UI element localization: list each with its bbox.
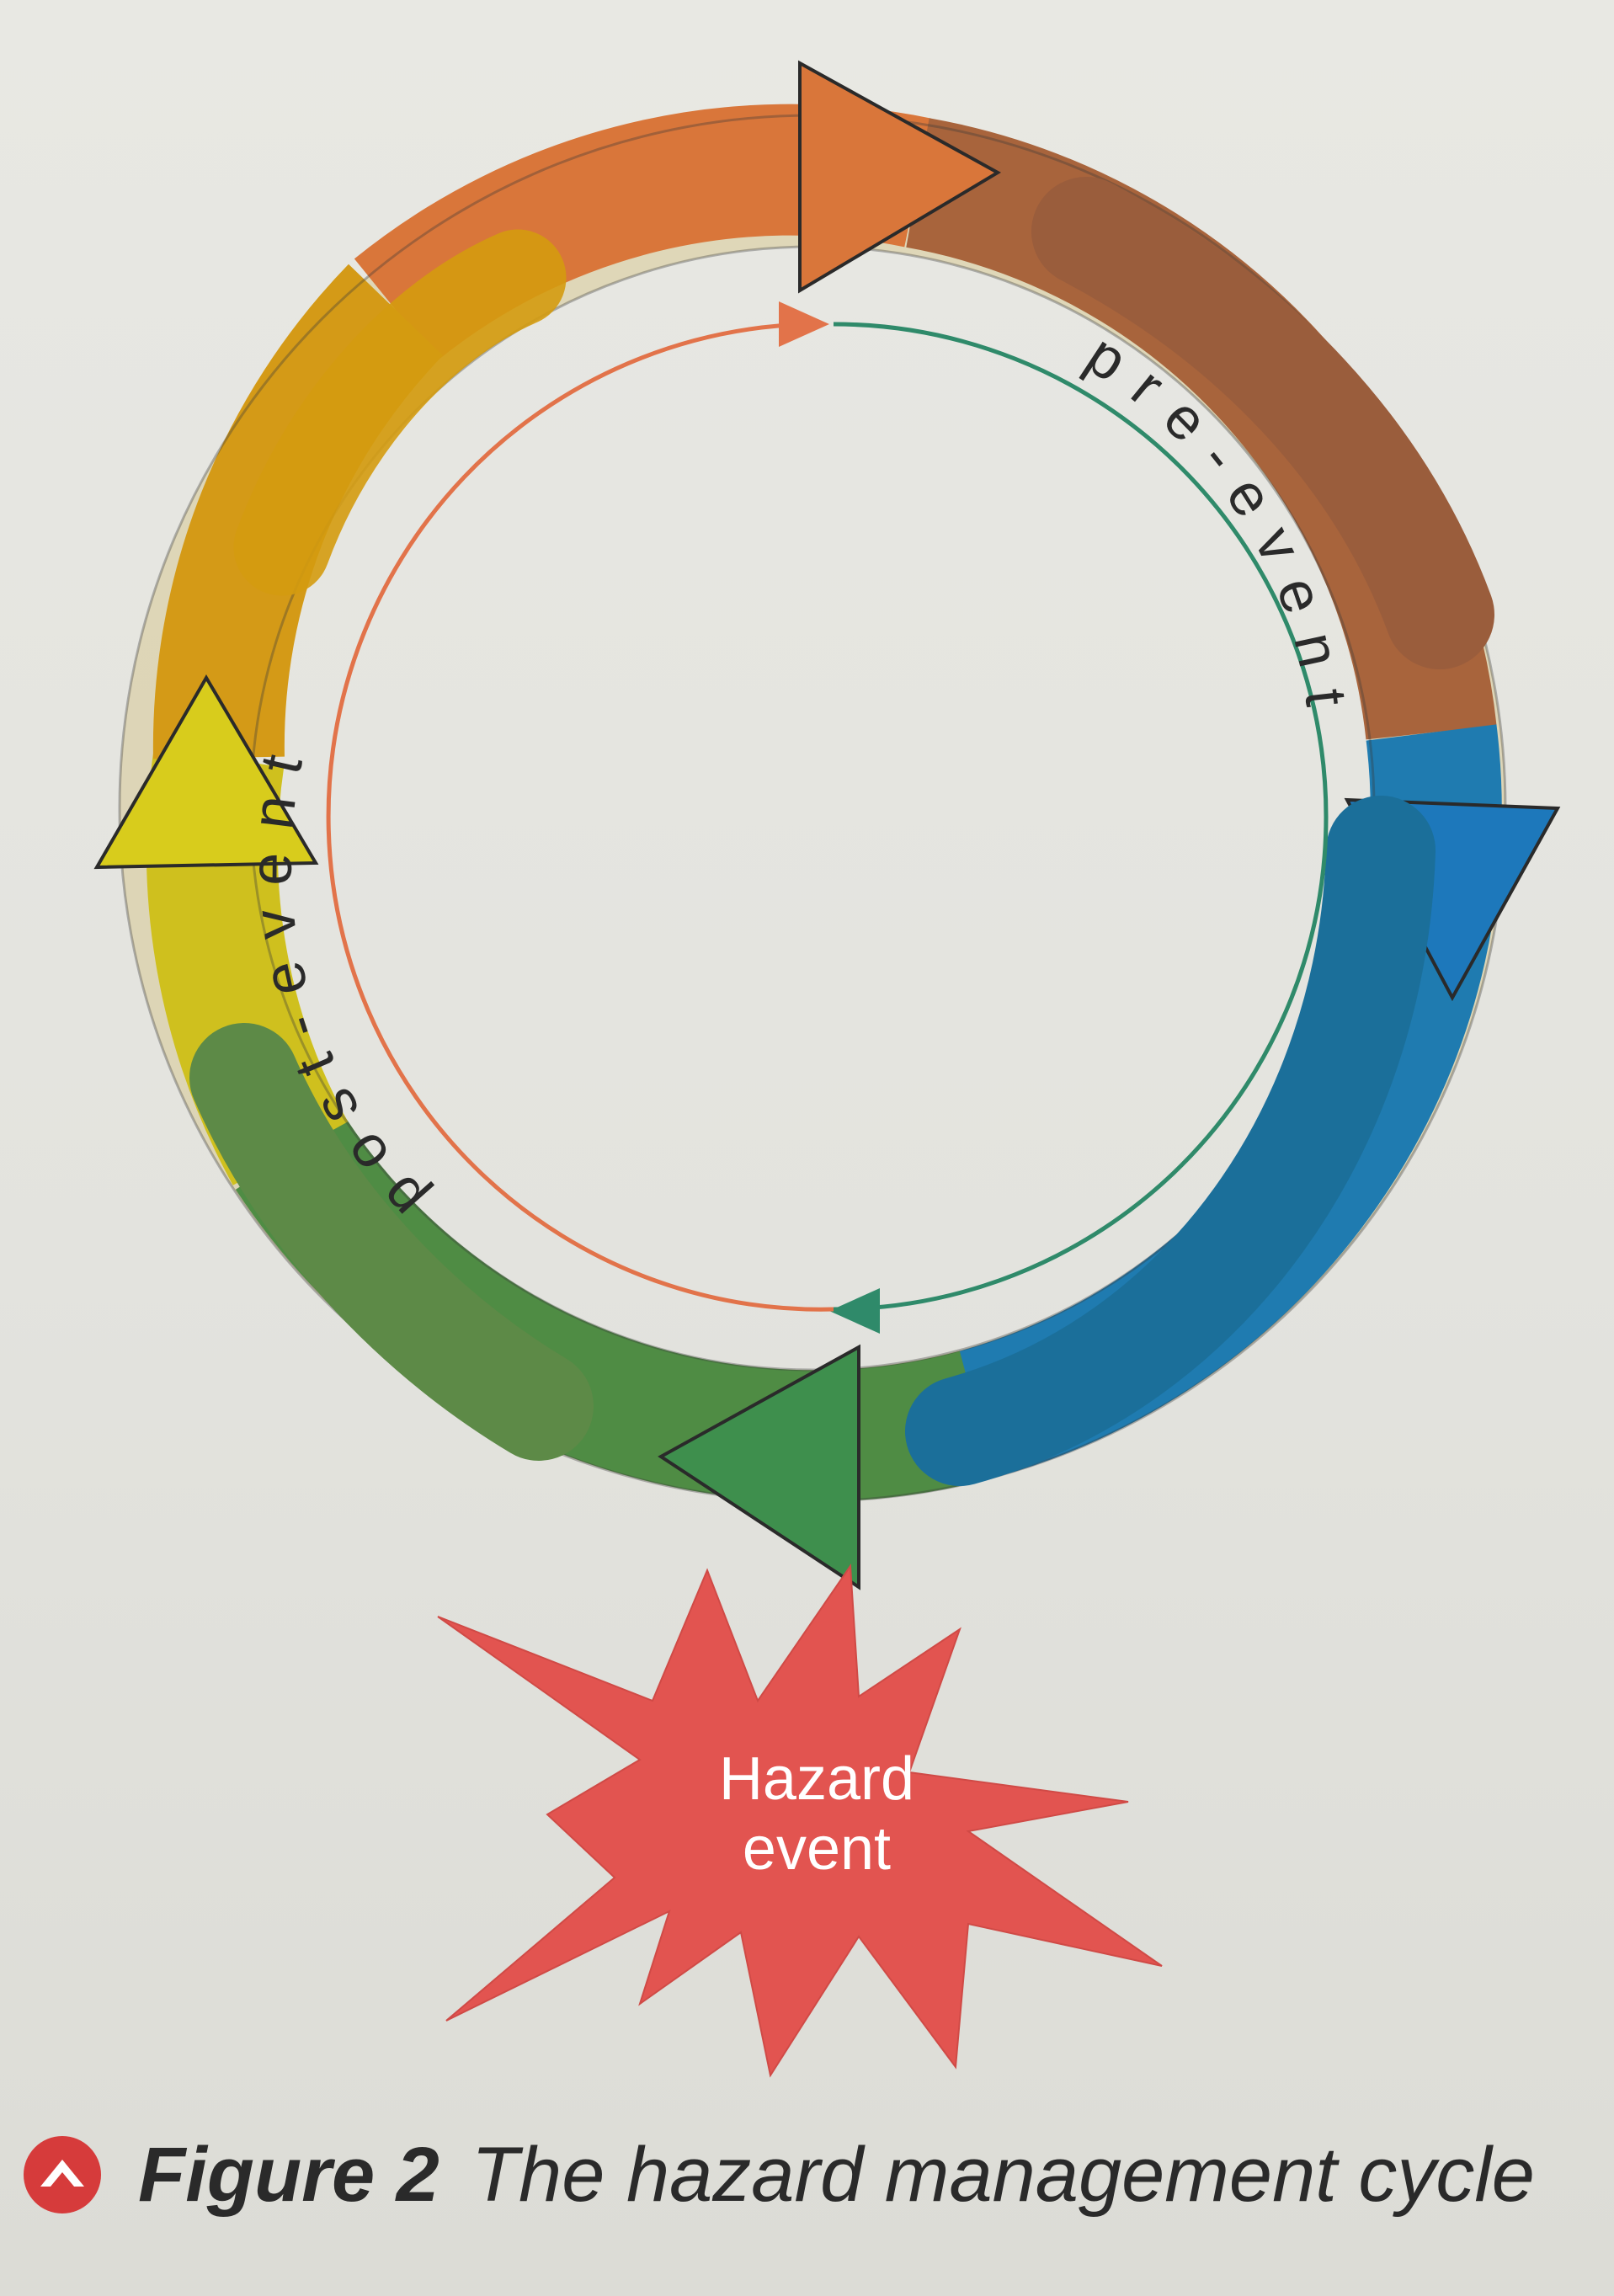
post-event-arc (326, 322, 834, 1312)
pre-event-arrowhead (829, 1288, 880, 1334)
arrowhead-top (798, 60, 1002, 294)
hazard-label-line2: event (743, 1815, 891, 1883)
hazard-label-line1: Hazard (719, 1745, 914, 1813)
highlight-brown (1031, 177, 1494, 669)
highlight-green (189, 1023, 594, 1461)
figure-label: Figure 2 (138, 2131, 439, 2218)
arrowhead-left (93, 674, 319, 870)
figure-title: The hazard management cycle (471, 2131, 1535, 2218)
highlight-blue (905, 796, 1436, 1486)
hazard-starburst (437, 1564, 1163, 2078)
post-event-arrowhead (779, 301, 829, 347)
figure-caption: Figure 2 The hazard management cycle (20, 2128, 1603, 2221)
arrowhead-bottom (658, 1344, 860, 1590)
highlight-gold (233, 229, 567, 596)
pre-event-arc (833, 322, 1329, 1312)
up-chevron-badge-icon (24, 2136, 101, 2213)
